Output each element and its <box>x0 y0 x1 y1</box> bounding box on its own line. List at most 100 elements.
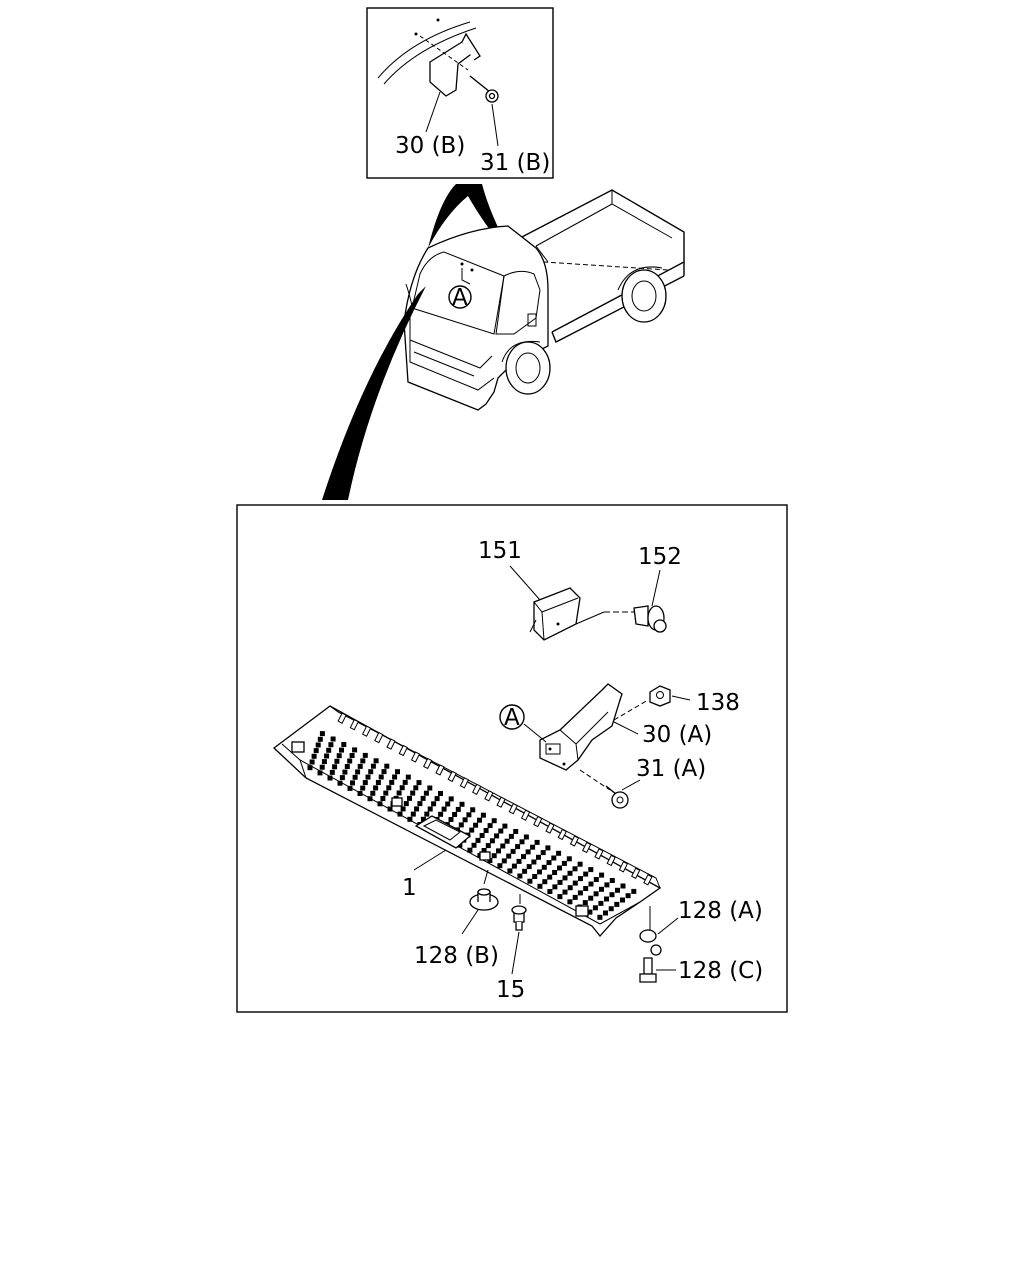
callout-31b: 31 (B) <box>480 150 550 176</box>
vent-hole <box>448 796 454 802</box>
vent-hole <box>324 753 330 759</box>
vent-hole <box>357 763 363 769</box>
vent-hole <box>344 764 350 769</box>
vent-hole <box>362 780 368 786</box>
vent-hole <box>562 889 568 895</box>
vent-hole <box>445 801 451 807</box>
callout-a-detail: A <box>504 705 520 731</box>
vent-hole <box>407 795 412 801</box>
vent-hole <box>427 785 433 791</box>
vent-hole <box>438 791 443 796</box>
vent-hole <box>337 780 343 786</box>
vent-hole <box>546 860 552 866</box>
pointer-to-inset-b <box>428 184 520 268</box>
vent-hole <box>462 817 468 823</box>
vent-hole <box>583 871 589 877</box>
vent-hole <box>540 850 546 856</box>
panel-rib <box>349 719 359 731</box>
vent-hole <box>480 812 486 818</box>
vent-hole <box>510 848 516 854</box>
vent-hole <box>362 752 368 758</box>
panel-1 <box>272 705 662 938</box>
vent-hole <box>431 801 437 807</box>
vent-hole <box>500 843 506 849</box>
vent-hole <box>377 801 383 807</box>
vent-hole <box>511 863 517 869</box>
vent-hole <box>541 864 547 870</box>
callout-15: 15 <box>496 977 525 1003</box>
vent-hole <box>413 785 419 791</box>
vent-hole <box>387 806 393 812</box>
vent-hole <box>389 779 395 785</box>
vent-hole <box>336 753 342 759</box>
vent-hole <box>370 763 376 769</box>
callout-151: 151 <box>478 538 522 564</box>
vent-hole <box>631 888 637 894</box>
vent-hole <box>593 877 599 882</box>
vent-hole <box>530 844 536 850</box>
vent-hole <box>537 869 542 875</box>
vent-hole <box>375 780 381 785</box>
vent-hole <box>452 812 458 817</box>
vent-hole <box>342 769 348 775</box>
panel-rib <box>557 828 567 841</box>
vent-hole <box>487 823 493 829</box>
vent-hole <box>373 758 379 764</box>
vent-hole <box>397 811 403 817</box>
vent-hole <box>515 844 521 850</box>
vent-hole <box>317 736 323 742</box>
vent-hole <box>542 879 548 885</box>
vent-hole <box>402 779 408 785</box>
vent-hole <box>609 892 615 898</box>
vent-hole <box>483 828 489 833</box>
vent-hole <box>455 806 461 812</box>
callout-152: 152 <box>638 544 682 570</box>
vent-hole <box>537 883 543 889</box>
truck-illustration: A <box>403 189 685 411</box>
vent-hole <box>620 883 626 889</box>
vent-hole <box>557 879 563 885</box>
panel-rib <box>606 854 616 867</box>
vent-hole <box>311 753 317 759</box>
vent-hole <box>395 769 400 775</box>
vent-hole <box>551 855 557 861</box>
vent-hole <box>326 747 332 753</box>
vent-hole <box>508 833 514 839</box>
vent-hole <box>609 878 615 883</box>
vent-hole <box>321 759 327 765</box>
vent-hole <box>557 894 563 900</box>
vent-hole <box>572 894 578 900</box>
vent-hole <box>469 827 475 833</box>
vent-hole <box>339 747 344 753</box>
vent-hole <box>349 753 355 758</box>
vent-hole <box>368 769 374 775</box>
callout-30a: 30 (A) <box>642 722 712 748</box>
vent-hole <box>489 838 495 844</box>
vent-hole <box>477 817 482 823</box>
vent-hole <box>329 769 335 775</box>
vent-hole <box>373 785 379 791</box>
panel-rib <box>533 815 543 828</box>
panel-rib <box>386 738 396 750</box>
grommet-128a <box>639 929 662 956</box>
vent-hole <box>614 901 620 907</box>
panel-rib <box>643 874 653 886</box>
vent-hole <box>498 828 504 834</box>
vent-hole <box>496 848 501 854</box>
vent-hole <box>577 861 583 867</box>
vent-hole <box>334 758 340 764</box>
vent-hole <box>378 774 384 780</box>
vent-hole <box>625 893 631 899</box>
panel-rib <box>374 731 384 744</box>
panel-rib <box>361 725 372 737</box>
vent-hole <box>517 873 523 879</box>
clip-15 <box>511 905 527 931</box>
vent-hole <box>545 845 551 851</box>
callout-a-truck: A <box>452 285 468 311</box>
vent-hole <box>352 747 358 753</box>
panel-rib <box>496 796 506 808</box>
vent-hole <box>313 748 319 754</box>
vent-hole <box>519 839 525 845</box>
vent-hole <box>507 868 513 874</box>
vent-hole <box>552 884 558 890</box>
